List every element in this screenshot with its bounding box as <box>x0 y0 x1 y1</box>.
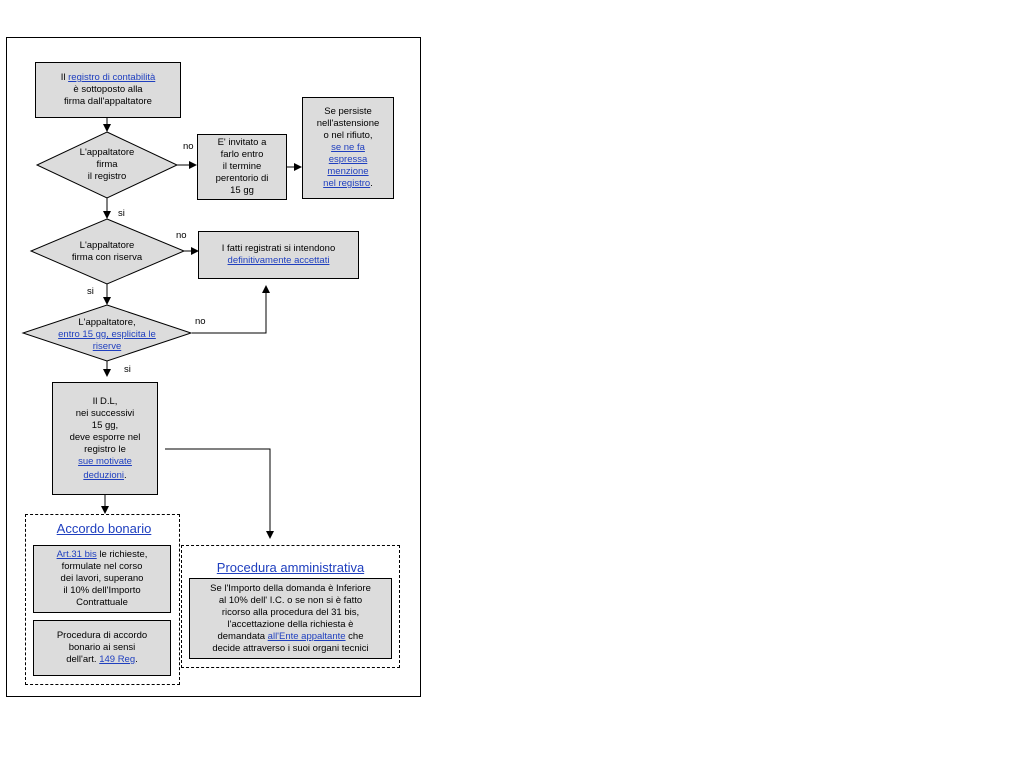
link-ente-appaltante[interactable]: all'Ente appaltante <box>267 630 346 642</box>
label-no-2: no <box>176 230 187 241</box>
label-no-3: no <box>195 316 206 327</box>
box-accordo-1-text-4: il 10% dell'Importo <box>63 585 141 596</box>
link-definitivamente-accettati[interactable]: definitivamente accettati <box>227 255 330 266</box>
link-motivate-deduzioni-2[interactable]: deduzioni <box>83 469 125 481</box>
box-accordo-1: Art.31 bis le richieste, formulate nel c… <box>33 545 171 613</box>
box-procedura-text-1: Se l'Importo della domanda è Inferiore <box>210 582 371 594</box>
box-dl-text-5: registro le <box>84 443 126 455</box>
box-dl-text-1: Il D.L, <box>92 395 118 407</box>
decision-signs-text-3: il registro <box>87 171 127 182</box>
box-accepted: I fatti registrati si intendono definiti… <box>198 231 359 279</box>
box-accordo-1-text-5: Contrattuale <box>76 597 128 608</box>
link-menzione-3[interactable]: menzione <box>327 166 369 177</box>
link-art-31-bis[interactable]: Art.31 bis <box>56 549 97 560</box>
box-accordo-2-text-1: Procedura di accordo <box>56 630 148 641</box>
box-register: Il registro di contabilità è sottoposto … <box>35 62 181 118</box>
box-procedura-text-2: al 10% dell' I.C. o se non si è fatto <box>218 594 363 606</box>
label-si-2: si <box>87 286 94 297</box>
link-menzione-1[interactable]: se ne fa <box>331 142 365 153</box>
box-accordo-1-text-1: le richieste, <box>96 549 148 560</box>
link-149-reg[interactable]: 149 Reg <box>99 654 136 665</box>
link-registro-contabilita[interactable]: registro di contabilità <box>68 72 156 83</box>
box-register-text-3: firma dall'appaltatore <box>64 96 152 107</box>
box-dl-text-2: nei successivi <box>75 407 135 419</box>
box-persists-text-3: o nel rifiuto, <box>323 130 373 141</box>
link-esplicita-riserve-2[interactable]: riserve <box>92 341 122 352</box>
arrow-dl-to-procedura <box>165 448 274 539</box>
link-menzione-4[interactable]: nel registro <box>323 178 371 189</box>
decision-explicit-text-1: L'appaltatore, <box>78 317 136 328</box>
label-si-1: si <box>118 208 125 219</box>
box-accordo-2-end: . <box>135 654 138 665</box>
box-invited: E' invitato a farlo entro il termine per… <box>197 134 287 200</box>
decision-explicit: L'appaltatore, entro 15 gg, esplicita le… <box>40 316 174 354</box>
box-invited-text-1: E' invitato a <box>217 137 267 148</box>
decision-reserve-text-1: L'appaltatore <box>79 240 135 251</box>
accordo-bonario-container <box>25 514 180 685</box>
box-dl-text-4: deve esporre nel <box>69 431 141 443</box>
box-invited-text-3: il termine <box>222 161 262 172</box>
link-menzione-2[interactable]: espressa <box>328 154 368 165</box>
procedura-amministrativa-container <box>181 545 400 668</box>
box-accordo-2: Procedura di accordo bonario ai sensi de… <box>33 620 171 676</box>
box-accordo-1-text-2: formulate nel corso <box>61 561 143 572</box>
decision-reserve-text-2: firma con riserva <box>71 252 143 263</box>
decision-signs-text-1: L'appaltatore <box>79 147 135 158</box>
box-invited-text-2: farlo entro <box>220 149 264 160</box>
box-invited-text-5: 15 gg <box>230 185 254 196</box>
box-procedura-text-6: decide attraverso i suoi organi tecnici <box>212 642 369 654</box>
box-procedura-text-3: ricorso alla procedura del 31 bis, <box>221 606 360 618</box>
box-accordo-1-text-3: dei lavori, superano <box>60 573 144 584</box>
box-accordo-2-text-3: dell'art. <box>66 654 100 665</box>
box-dl-end: . <box>124 469 127 481</box>
box-procedura-text-5: demandata <box>217 630 268 642</box>
box-dl-text-3: 15 gg, <box>91 419 119 431</box>
decision-signs-text-2: firma <box>96 159 118 170</box>
link-esplicita-riserve-1[interactable]: entro 15 gg, esplicita le <box>58 329 156 340</box>
box-dl: Il D.L, nei successivi 15 gg, deve espor… <box>52 382 158 495</box>
decision-reserve: L'appaltatore firma con riserva <box>52 238 162 266</box>
box-register-text-2: è sottoposto alla <box>73 84 143 95</box>
box-procedura-text-4: l'accettazione della richiesta è <box>227 618 354 630</box>
accordo-bonario-title[interactable]: Accordo bonario <box>56 521 152 536</box>
decision-signs: L'appaltatore firma il registro <box>52 145 162 185</box>
label-si-3: si <box>124 364 131 375</box>
box-accordo-2-text-2: bonario ai sensi <box>68 642 136 653</box>
box-persists: Se persiste nell'astensione o nel rifiut… <box>302 97 394 199</box>
box-persists-text-2: nell'astensione <box>316 118 380 129</box>
box-procedura-text-5b: che <box>345 630 364 642</box>
box-invited-text-4: perentorio di <box>215 173 269 184</box>
label-no-1: no <box>183 141 194 152</box>
link-motivate-deduzioni-1[interactable]: sue motivate <box>78 455 132 467</box>
arrow-explicit-no <box>192 285 270 334</box>
box-persists-end: . <box>370 178 373 189</box>
procedura-amministrativa-title[interactable]: Procedura amministrativa <box>216 560 365 575</box>
box-register-text-1: Il <box>60 72 69 83</box>
box-accepted-text-1: I fatti registrati si intendono <box>221 243 336 254</box>
box-procedura: Se l'Importo della domanda è Inferiore a… <box>189 578 392 659</box>
box-persists-text-1: Se persiste <box>324 106 372 117</box>
